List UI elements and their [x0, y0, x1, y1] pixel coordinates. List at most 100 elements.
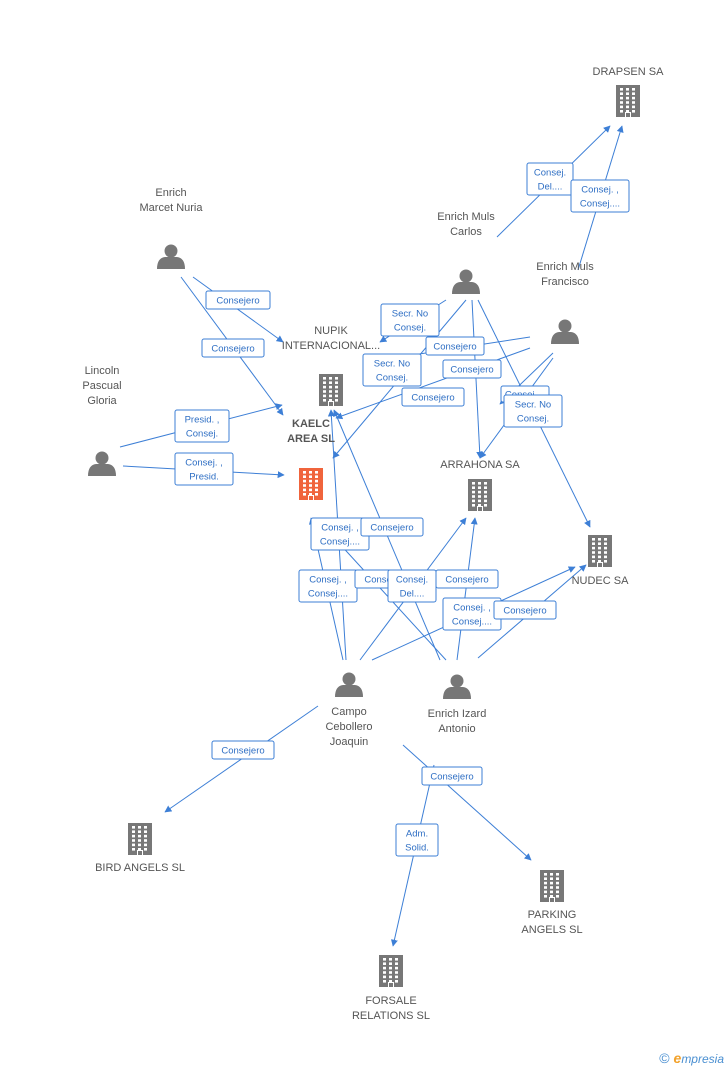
relation-edge-24 [402, 744, 532, 861]
node-label: Enrich Muls [437, 211, 495, 223]
node-nudec[interactable]: NUDEC SA [572, 535, 630, 587]
building-icon [468, 479, 492, 511]
node-parking[interactable]: PARKING ANGELS SL [521, 870, 583, 936]
edge-label-text: Consejero [433, 342, 476, 353]
node-label: Carlos [450, 226, 482, 238]
edge-label-text: Solid. [405, 843, 429, 854]
edge-label-15: Consejero [360, 517, 424, 537]
edge-label-text: Secr. No [515, 400, 551, 411]
edge-label-text: Secr. No [392, 309, 428, 320]
edge-label-text: Consejero [503, 606, 546, 617]
edge-label-text: Consejero [445, 575, 488, 586]
edge-label-text: Consejero [216, 296, 259, 307]
brand-logo-initial: e [673, 1050, 682, 1066]
building-icon [379, 955, 403, 987]
node-label: BIRD ANGELS SL [95, 862, 185, 874]
edge-label-text: Consej. [394, 323, 426, 334]
edge-label-9: Consejero [401, 387, 465, 407]
node-label: Campo [331, 706, 366, 718]
edge-label-text: Consej.... [580, 199, 620, 210]
person-icon [88, 451, 116, 476]
edge-label-20: Consej. ,Consej.... [442, 597, 502, 631]
node-label: NUDEC SA [572, 575, 630, 587]
edge-label-text: Consej. [376, 373, 408, 384]
edge-label-text: Consej. , [321, 523, 359, 534]
node-label: Cebollero [325, 721, 372, 733]
edge-label-text: Consejero [450, 365, 493, 376]
edge-label-13: Consej. , Presid. [174, 452, 234, 486]
edge-label-text: Consejero [411, 393, 454, 404]
building-icon [299, 468, 323, 500]
edge-label-text: Presid. , [185, 415, 220, 426]
person-icon [452, 269, 480, 294]
node-drapsen[interactable]: DRAPSEN SA [593, 66, 665, 117]
node-label: INTERNACIONAL... [282, 340, 380, 352]
edge-label-12: Presid. , Consej. [174, 409, 230, 443]
edge-label-6: Consejero [425, 336, 485, 356]
node-label: Lincoln [85, 365, 120, 377]
node-arrahona[interactable]: ARRAHONA SA [440, 459, 520, 511]
edge-label-8: Consejero [442, 359, 502, 379]
edge-label-22: Consejero [211, 740, 275, 760]
edge-label-text: Consej. [396, 575, 428, 586]
node-label: Enrich Izard [428, 708, 487, 720]
node-label: ANGELS SL [521, 924, 582, 936]
edge-label-14: Consej. , Consej.... [310, 517, 370, 551]
edge-labels-layer: Consej. Del.... Consej. , Consej.... Conseje… [174, 162, 630, 857]
edge-label-19: Consejero [435, 569, 499, 589]
building-icon [588, 535, 612, 567]
edge-label-text: Consej.... [308, 589, 348, 600]
edge-label-24: Adm. Solid. [395, 823, 439, 857]
building-icon [319, 374, 343, 406]
edge-label-text: Consejero [221, 746, 264, 757]
building-icon [128, 823, 152, 855]
relation-edge-21 [456, 517, 478, 661]
node-label: Enrich Muls [536, 261, 594, 273]
edge-label-1: Consej.Del.... [526, 162, 574, 196]
edge-label-text: Consej.... [452, 617, 492, 628]
edge-label-16: Consej. ,Consej.... [298, 569, 358, 603]
edge-label-text: Consej. [186, 429, 218, 440]
node-label: NUPIK [314, 325, 348, 337]
edge-label-text: Del.... [400, 589, 425, 600]
edge-label-23: Consejero [421, 766, 483, 786]
relation-edge-7 [471, 299, 484, 459]
node-label: FORSALE [365, 995, 416, 1007]
node-label: Joaquin [330, 736, 369, 748]
edge-label-18: Consej. Del.... [387, 569, 437, 603]
edge-label-text: Adm. [406, 829, 428, 840]
node-label: DRAPSEN SA [593, 66, 665, 78]
edge-label-text: Consejero [211, 344, 254, 355]
edge-label-4: Consejero [201, 338, 265, 358]
node-label: Francisco [541, 276, 589, 288]
edge-label-text: Consejero [364, 575, 407, 586]
edge-label-text: Consej.... [320, 537, 360, 548]
node-label: ARRAHONA SA [440, 459, 520, 471]
edge-label-2: Consej. ,Consej.... [570, 179, 630, 213]
brand-logo-text: mpresia [681, 1052, 724, 1066]
edge-label-text: Consejero [430, 772, 473, 783]
node-nupik[interactable]: NUPIK INTERNACIONAL... [282, 325, 380, 406]
node-label: Pascual [82, 380, 121, 392]
edge-label-text: Consejero [370, 523, 413, 534]
edge-label-text: Presid. [189, 472, 219, 483]
edge-label-5: Secr. No Consej. [380, 303, 440, 337]
node-bird[interactable]: BIRD ANGELS SL [95, 823, 185, 874]
person-icon [335, 672, 363, 697]
building-icon [540, 870, 564, 902]
footer-brand: ©empresia [659, 1050, 724, 1066]
edge-label-text: Consej. , [185, 458, 223, 469]
node-label: PARKING [528, 909, 577, 921]
